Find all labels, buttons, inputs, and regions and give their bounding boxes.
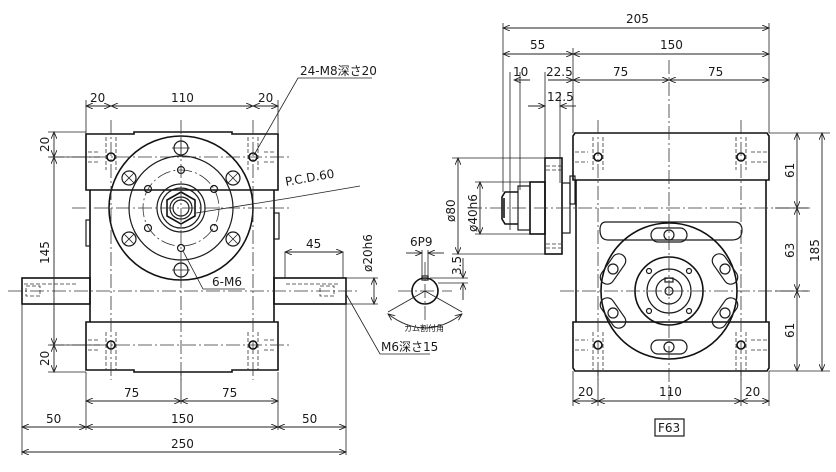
dim-side-75a: 75 (613, 65, 628, 79)
dim-side-bottom-110: 110 (659, 385, 682, 399)
dim-side-150: 150 (660, 38, 683, 52)
m6-holes (143, 165, 219, 253)
side-view: 205 55 150 10 22.5 75 75 12.5 ø80 ø40h6 … (444, 12, 830, 437)
dim-side-dia80: ø80 (444, 199, 458, 222)
dim-side-dia40: ø40h6 (466, 194, 480, 232)
dim-bottom-right-50: 50 (302, 412, 317, 426)
dim-bottom-right-75: 75 (222, 386, 237, 400)
body-housing (89, 190, 275, 322)
side-top-block (572, 132, 770, 181)
dim-left-bottom-20: 20 (38, 351, 52, 366)
dim-side-63: 63 (783, 243, 797, 258)
dim-side-61-top: 61 (783, 163, 797, 178)
dim-side-10: 10 (513, 65, 528, 79)
cam-angle-label: カム割付角 (404, 323, 444, 333)
model-label: F63 (658, 421, 680, 435)
dim-shaft-dia: ø20h6 (361, 234, 375, 272)
dim-bottom-total-250: 250 (171, 437, 194, 451)
dim-left-top-20: 20 (38, 137, 52, 152)
m8-tapped-holes (88, 137, 276, 370)
dim-bottom-left-50: 50 (46, 412, 61, 426)
right-boss (273, 212, 280, 240)
dim-bottom-left-75: 75 (124, 386, 139, 400)
dim-top-right-20: 20 (258, 91, 273, 105)
dim-side-bottom-20-left: 20 (578, 385, 593, 399)
dim-bottom-150: 150 (171, 412, 194, 426)
dim-side-75b: 75 (708, 65, 723, 79)
dim-side-bottom-20-right: 20 (745, 385, 760, 399)
dim-side-55: 55 (530, 38, 545, 52)
dim-left-145: 145 (38, 241, 52, 264)
dim-side-12-5: 12.5 (547, 90, 574, 104)
callout-m6-depth: M6深さ15 (381, 340, 438, 354)
dim-top-110: 110 (171, 91, 194, 105)
front-view: 20 110 20 20 145 20 75 75 50 150 50 250 … (8, 64, 438, 455)
dim-side-61-bot: 61 (783, 323, 797, 338)
left-boss (85, 219, 91, 247)
keyway-detail: 6P9 3.5 カム割付角 (388, 235, 468, 333)
dim-shaft-45: 45 (306, 237, 321, 251)
side-bottom-block (572, 321, 770, 372)
bottom-mount-block (85, 321, 279, 373)
dim-key-6p9: 6P9 (410, 235, 433, 249)
dim-key-3-5: 3.5 (450, 256, 464, 275)
dim-side-185: 185 (808, 239, 822, 262)
dim-top-left-20: 20 (90, 91, 105, 105)
callout-pcd: P.C.D.60 (284, 167, 335, 189)
side-flange (544, 157, 563, 255)
callout-24-m8: 24-M8深さ20 (300, 64, 377, 78)
top-mount-block (85, 131, 279, 191)
hex-nut (166, 191, 196, 225)
callout-6-m6: 6-M6 (212, 275, 242, 289)
side-body (575, 180, 767, 322)
dim-side-22-5: 22.5 (546, 65, 573, 79)
model-label-box (654, 418, 685, 437)
dim-side-205: 205 (626, 12, 649, 26)
